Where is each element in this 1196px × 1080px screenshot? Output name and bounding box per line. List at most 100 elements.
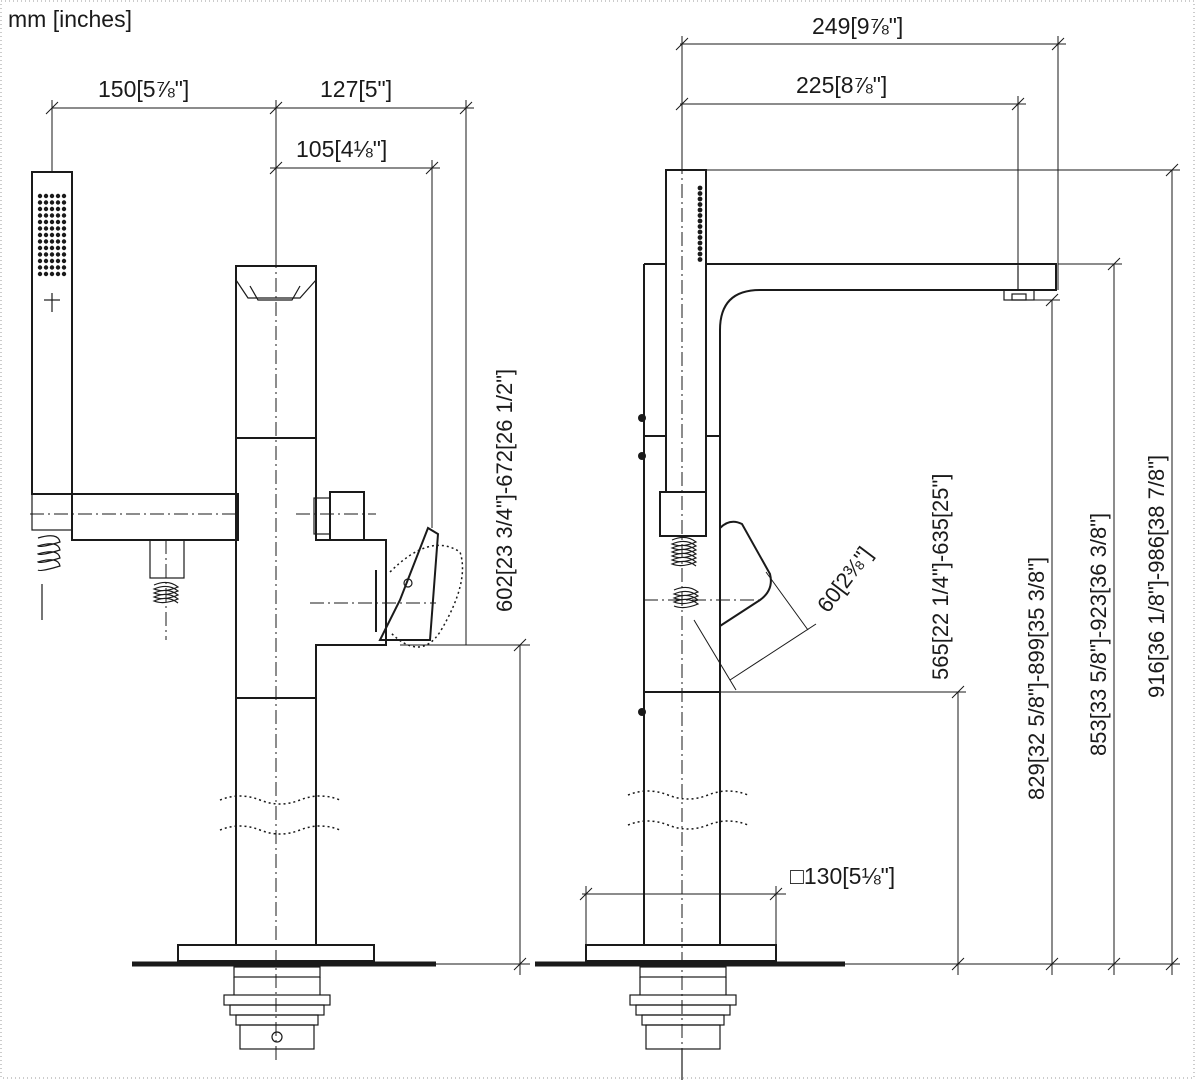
nozzle-dot: [61, 226, 67, 231]
nozzle-dot: [37, 239, 43, 244]
nozzle-dot: [49, 200, 55, 205]
nozzle-dot: [43, 193, 49, 199]
dim-spout-reach-total: 249[9⅞"]: [812, 13, 903, 39]
nozzle-dot: [61, 213, 67, 218]
nozzle-dot: [61, 258, 67, 264]
nozzle-dot: [49, 245, 55, 251]
nozzle-dot: [55, 200, 61, 205]
nozzle-dot: [61, 252, 67, 257]
nozzle-dot: [697, 240, 703, 246]
dim-lever-height: 602[23 3/4"]-672[26 1/2"]: [492, 369, 517, 612]
spout: [706, 263, 1057, 492]
nozzle-dot: [697, 251, 703, 257]
nozzle-dot: [37, 200, 43, 205]
nozzle-dot: [61, 200, 67, 205]
nozzle-dot: [55, 265, 61, 270]
nozzle-dot: [37, 206, 43, 212]
nozzle-dot: [49, 271, 55, 277]
nozzle-dot: [37, 265, 43, 270]
nozzle-dot: [43, 245, 49, 251]
nozzle-dot: [43, 271, 49, 277]
holder-arm: [71, 493, 239, 541]
nozzle-dot: [37, 232, 43, 238]
nozzle-dot: [697, 202, 703, 207]
nozzle-dot: [61, 206, 67, 212]
nozzle-dot: [37, 193, 43, 199]
nozzle-dot: [37, 213, 43, 218]
nozzle-dot: [697, 224, 703, 229]
nozzle-dot: [43, 265, 49, 270]
nozzle-dot: [43, 206, 49, 212]
dim-lever-height-side: 565[22 1/4"]-635[25"]: [928, 474, 953, 680]
nozzle-dot: [61, 193, 67, 199]
dim-lever-angle: 60[2⅜"]: [812, 542, 877, 617]
nozzle-dot: [55, 258, 61, 264]
dim-body-to-lever: 105[4⅛"]: [296, 136, 387, 162]
nozzle-dot: [49, 232, 55, 238]
nozzle-dot: [61, 239, 67, 244]
nozzle-dot: [697, 257, 703, 262]
nozzle-dot: [43, 232, 49, 238]
nozzle-dot: [55, 206, 61, 212]
nozzle-dot: [43, 239, 49, 244]
nozzle-dot: [55, 239, 61, 244]
nozzle-dot: [697, 207, 703, 213]
nozzle-dot: [55, 193, 61, 199]
front-dimensions: [45, 100, 530, 975]
nozzle-dot: [697, 235, 703, 240]
side-dimensions: [579, 36, 1180, 975]
nozzle-dot: [49, 239, 55, 244]
nozzle-dot: [49, 213, 55, 218]
side-view: 249[9⅞"] 225[8⅞"] □130[5⅛"] 60[2⅜"] 565[…: [535, 13, 1180, 1080]
nozzle-dot: [43, 219, 49, 225]
front-view: 150[5⅞"] 127[5"] 105[4⅛"] 602[23 3/4"]-6…: [30, 76, 530, 1060]
nozzle-dot: [55, 245, 61, 251]
nozzle-dot: [49, 219, 55, 225]
nozzle-dot: [49, 252, 55, 257]
nozzle-dot: [43, 213, 49, 218]
nozzle-dot: [49, 193, 55, 199]
nozzle-dot: [55, 232, 61, 238]
nozzle-dot: [55, 226, 61, 231]
hand-shower: [31, 171, 73, 620]
shower-nozzles: [37, 193, 67, 277]
nozzle-dot: [697, 218, 703, 224]
nozzle-dot: [43, 226, 49, 231]
nozzle-dot: [61, 265, 67, 270]
dim-overall-height: 916[36 1/8"]-986[38 7/8"]: [1144, 455, 1169, 698]
nozzle-dot: [61, 245, 67, 251]
nozzle-dot: [37, 226, 43, 231]
nozzle-dot: [49, 258, 55, 264]
dim-handshower-offset: 150[5⅞"]: [98, 76, 189, 102]
side-lever: [719, 520, 772, 628]
nozzle-dot: [43, 258, 49, 264]
nozzle-dot: [61, 219, 67, 225]
nozzle-dot: [37, 219, 43, 225]
dim-base-plate: □130[5⅛"]: [790, 863, 895, 889]
nozzle-dot: [697, 191, 703, 196]
mixer-lever: [378, 526, 440, 641]
dim-spout-reach: 225[8⅞"]: [796, 72, 887, 98]
dim-body-to-edge: 127[5"]: [320, 76, 392, 102]
nozzle-dot: [43, 252, 49, 257]
nozzle-dot: [55, 219, 61, 225]
nozzle-dot: [49, 265, 55, 270]
side-hand-shower: [665, 169, 707, 493]
nozzle-dot: [55, 213, 61, 218]
nozzle-dot: [49, 226, 55, 231]
nozzle-dot: [37, 271, 43, 277]
nozzle-dot: [55, 271, 61, 277]
nozzle-dot: [43, 200, 49, 205]
nozzle-dot: [697, 213, 703, 218]
nozzle-dot: [697, 196, 703, 202]
nozzle-dot: [37, 252, 43, 257]
dim-spout-top-height: 853[33 5/8"]-923[36 3/8"]: [1086, 513, 1111, 756]
nozzle-dot: [697, 185, 703, 191]
mixer-body: [235, 265, 464, 699]
nozzle-dot: [61, 271, 67, 277]
nozzle-dot: [61, 232, 67, 238]
nozzle-dot: [697, 246, 703, 251]
units-label: mm [inches]: [8, 6, 132, 32]
